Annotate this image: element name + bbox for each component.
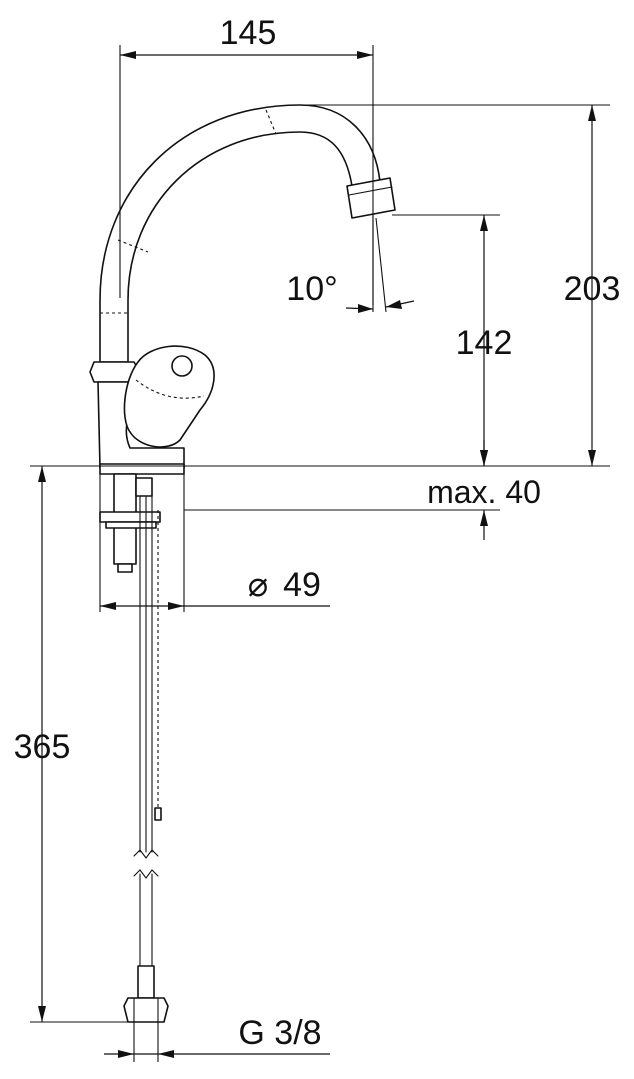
- hose-length-label: 365: [14, 728, 71, 766]
- shank-tip: [117, 563, 133, 573]
- aerator: [346, 177, 396, 219]
- dimension-base-diameter: ⌀ 49: [100, 566, 330, 610]
- handle-cap: [171, 355, 193, 377]
- fixing-plate: [99, 511, 161, 523]
- dimension-hose-length: 365: [14, 466, 71, 1022]
- hose-upper-fitting: [135, 477, 153, 497]
- connection-nut: [123, 997, 169, 1023]
- dimension-spout-height: 142: [456, 215, 513, 466]
- break-line-bottom: [133, 869, 159, 879]
- dimension-connection-thread: G 3/8: [104, 1014, 330, 1058]
- extension-lines: [30, 45, 610, 1062]
- break-line-top: [133, 849, 159, 859]
- base-diameter-label: 49: [283, 566, 321, 604]
- angle-leg-sloped: [375, 217, 387, 313]
- height-total-label: 203: [564, 270, 621, 308]
- pull-rod-end: [154, 807, 162, 821]
- faucet-outline: [89, 104, 396, 475]
- spout-seam-3: [265, 109, 277, 135]
- spray-angle-label: 10°: [286, 270, 337, 308]
- mounting-parts: [99, 473, 169, 1023]
- spout: [99, 104, 381, 363]
- reach-label: 145: [220, 14, 277, 52]
- spout-seam-2: [117, 239, 149, 253]
- connection-thread-label: G 3/8: [238, 1014, 321, 1052]
- dimension-spray-angle: 10°: [286, 270, 415, 313]
- mounting-thickness-label: max. 40: [427, 474, 541, 510]
- base-plate: [99, 463, 185, 475]
- spout-height-label: 142: [456, 324, 513, 362]
- dimension-reach: 145: [120, 14, 373, 59]
- diameter-symbol: ⌀: [248, 566, 268, 604]
- dimension-height-total: 203: [564, 105, 621, 466]
- handle-edge: [135, 379, 205, 399]
- aerator-ring: [348, 186, 393, 196]
- hose-connector-sleeve: [137, 965, 155, 999]
- dimension-mounting-thickness: max. 40: [427, 440, 541, 540]
- fixing-nut: [105, 521, 157, 529]
